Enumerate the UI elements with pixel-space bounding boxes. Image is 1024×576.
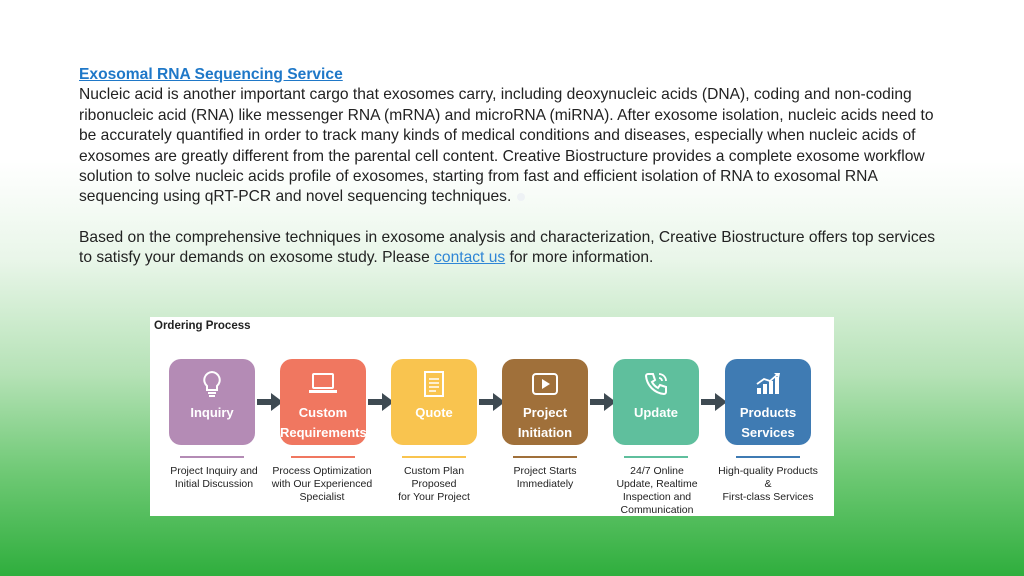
arrow-right-icon	[257, 393, 283, 411]
step-custom-requirements-label-line2: Requirements	[280, 425, 367, 440]
step-quote-label-line1: Quote	[415, 405, 453, 420]
arrow-right-icon	[368, 393, 394, 411]
step-update-desc-line: Update, Realtime	[616, 478, 698, 490]
step-products-services-label-line2: Services	[741, 425, 795, 440]
step-custom-requirements-underline	[291, 456, 355, 458]
paragraph-contact-text-after: for more information.	[505, 249, 654, 267]
step-project-initiation-underline	[513, 456, 577, 458]
ordering-process-title: Ordering Process	[154, 320, 251, 332]
step-update-label: Update	[613, 403, 699, 423]
step-update-underline	[624, 456, 688, 458]
step-project-initiation-desc-line: Project Starts	[513, 465, 577, 477]
step-project-initiation-label-line1: Project	[522, 405, 568, 420]
step-quote-desc-line: for Your Project	[398, 491, 470, 503]
step-products-services-underline	[736, 456, 800, 458]
step-update-desc-line: Communication	[620, 504, 694, 516]
step-update-desc-line: 24/7 Online	[630, 465, 684, 477]
arrow-right-icon	[701, 393, 727, 411]
contact-us-link[interactable]: contact us	[434, 249, 506, 267]
step-products-services-label-line1: Products	[739, 405, 797, 420]
document-icon	[391, 369, 477, 399]
article-title-link[interactable]: Exosomal RNA Sequencing Service	[79, 66, 343, 83]
laptop-icon	[280, 369, 366, 399]
step-products-services-description: High-quality Products&First-class Servic…	[712, 465, 824, 504]
step-custom-requirements-desc-line: Process Optimization	[272, 465, 372, 477]
step-inquiry-underline	[180, 456, 244, 458]
step-custom-requirements-desc-line: Specialist	[299, 491, 345, 503]
arrow-right-icon	[590, 393, 616, 411]
step-update-desc-line: Inspection and	[622, 491, 692, 503]
step-custom-requirements-label-line1: Custom	[298, 405, 348, 420]
step-inquiry-card: Inquiry	[169, 359, 255, 445]
growth-chart-icon	[725, 369, 811, 399]
paragraph-intro-text: Nucleic acid is another important cargo …	[79, 86, 934, 206]
step-quote-desc-line: Proposed	[411, 478, 457, 490]
step-quote-underline	[402, 456, 466, 458]
phone-icon	[613, 369, 699, 399]
step-inquiry-desc-line: Project Inquiry and	[170, 465, 258, 477]
step-quote-card: Quote	[391, 359, 477, 445]
step-custom-requirements-desc-line: with Our Experienced	[271, 478, 373, 490]
step-products-services-desc-line: First-class Services	[722, 491, 814, 503]
step-quote-desc-line: Custom Plan	[403, 465, 465, 477]
article-body: Exosomal RNA Sequencing Service Nucleic …	[79, 65, 949, 269]
step-products-services-desc-line: &	[764, 478, 772, 490]
step-project-initiation-desc-line: Immediately	[516, 478, 574, 490]
paragraph-contact: Based on the comprehensive techniques in…	[79, 228, 949, 269]
step-update-label-line1: Update	[633, 405, 679, 420]
step-inquiry-label: Inquiry	[169, 403, 255, 423]
step-project-initiation-label-line2: Initiation	[517, 425, 573, 440]
step-inquiry-label-line1: Inquiry	[190, 405, 234, 420]
ordering-process-panel: Ordering Process Inquiry Project Inquiry…	[150, 317, 834, 516]
arrow-right-icon	[479, 393, 505, 411]
decorative-dot	[517, 193, 526, 202]
lightbulb-icon	[169, 369, 255, 399]
step-inquiry-desc-line: Initial Discussion	[174, 478, 254, 490]
paragraph-intro: Nucleic acid is another important cargo …	[79, 85, 949, 207]
step-products-services-desc-line: High-quality Products	[718, 465, 818, 477]
step-quote-label: Quote	[391, 403, 477, 423]
step-update-card: Update	[613, 359, 699, 445]
paragraph-contact-text-before: Based on the comprehensive techniques in…	[79, 228, 936, 267]
play-icon	[502, 369, 588, 399]
